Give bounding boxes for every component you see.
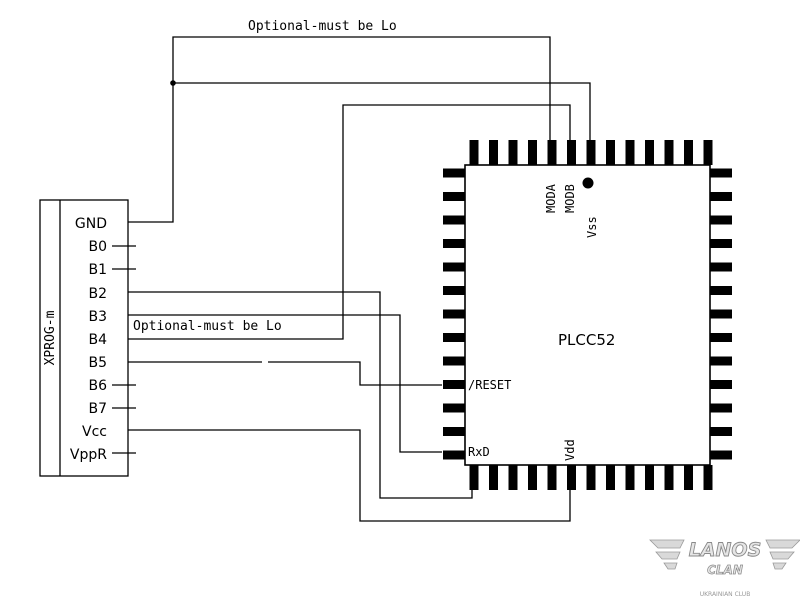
chip-pin-top [528,140,537,165]
chip-pin-right [710,427,732,436]
chip-pin-top [664,140,674,165]
chip-pin-left [443,333,465,342]
pin-b5: B5 [88,355,107,371]
chip-pin-left [443,192,465,201]
chip-pin-top [606,140,615,165]
chip-pin-left [443,427,465,436]
chip-pin-left [443,309,465,319]
wire-b3-rxd [128,314,442,453]
chip-pin-right [710,380,732,389]
lanos-clan-logo: LANOS CLAN UKRAINIAN CLUB [649,539,800,598]
pin-b3: B3 [88,309,107,325]
chip-pin-top [469,140,479,165]
logo-brand: LANOS [689,539,762,561]
wire-gnd-vss [173,82,591,140]
chip-pin-right [710,333,732,342]
chip-pin-top [703,140,713,165]
pin-b4: B4 [88,332,107,348]
chip-package-label: PLCC52 [558,331,615,349]
xprog-connector: XPROG-m GND B0 B1 B2 B3 B4 B5 B6 B7 Vcc … [39,199,129,477]
pin-vcc: Vcc [82,424,107,440]
pin-gnd: GND [75,216,107,232]
chip-pin-right [710,403,732,413]
chip-pin-bottom [567,465,576,490]
chip-pin-top [508,140,518,165]
chip-pin-bottom [469,465,479,490]
chip-pin-bottom [547,465,557,490]
chip-pin-right [710,286,732,295]
label-vss: Vss [585,216,599,238]
pin-b7: B7 [88,401,107,417]
connector-outline [39,199,129,477]
logo-clan: CLAN [707,563,743,577]
chip-pin-left [443,168,465,178]
label-modb: MODB [563,184,577,213]
chip-pin-right [710,356,732,366]
chip-pin-left [443,262,465,272]
chip-pin-bottom [606,465,615,490]
chip-pin-left [443,286,465,295]
logo-tagline: UKRAINIAN CLUB [700,591,751,598]
wire-b2-vdd [128,291,473,499]
chip-pin-bottom [586,465,596,490]
chip-pin-top [586,140,596,165]
chip-pin-left [443,215,465,225]
chip-pin-top [645,140,654,165]
wires [112,36,591,522]
label-reset: /RESET [468,378,511,392]
pin-b2: B2 [88,286,107,302]
chip-pin-bottom [645,465,654,490]
wire-b4-modb [128,104,571,340]
chip-pin-right [710,168,732,178]
wire-gnd-moda [128,36,551,223]
pin-b6: B6 [88,378,107,394]
plcc52-chip: PLCC52 MODA MODB Vss /RESET RxD Vdd [443,140,732,490]
chip-pin-bottom [684,465,693,490]
mid-note: Optional-must be Lo [133,319,282,334]
wire-b5-reset-2 [268,361,442,386]
label-moda: MODA [544,183,558,213]
chip-pin-left [443,239,465,248]
chip-pin-left [443,450,465,460]
logo-wing-right [765,539,800,570]
chip-pin-bottom [664,465,674,490]
wire-vcc-vdd [128,429,571,522]
chip-pin-left [443,380,465,389]
connector-name: XPROG-m [43,310,58,365]
chip-pin-bottom [528,465,537,490]
junction-dot [170,80,176,86]
chip-pin-bottom [703,465,713,490]
chip-pin-top [625,140,635,165]
pin-vppr: VppR [70,447,107,463]
logo-wing-left [649,539,685,570]
chip-pin-bottom [625,465,635,490]
chip-pin-right [710,450,732,460]
chip-pin-left [443,403,465,413]
label-vdd: Vdd [563,439,577,461]
top-note: Optional-must be Lo [248,19,397,34]
chip-pin-right [710,215,732,225]
chip-pin-bottom [489,465,498,490]
chip-pin-right [710,239,732,248]
chip-pin-left [443,356,465,366]
pin1-marker-dot [582,177,594,189]
connector-pin-labels: GND B0 B1 B2 B3 B4 B5 B6 B7 Vcc VppR [70,216,107,463]
chip-pin-labels: MODA MODB Vss /RESET RxD Vdd [468,183,599,461]
chip-pin-bottom [508,465,518,490]
pin-b1: B1 [88,262,107,278]
chip-pins [443,140,732,490]
chip-pin-top [684,140,693,165]
chip-pin-top [567,140,576,165]
chip-pin-right [710,192,732,201]
chip-pin-right [710,309,732,319]
chip-body [464,164,711,466]
label-rxd: RxD [468,445,490,459]
chip-pin-top [547,140,557,165]
chip-pin-top [489,140,498,165]
chip-pin-right [710,262,732,272]
pin-b0: B0 [88,239,107,255]
